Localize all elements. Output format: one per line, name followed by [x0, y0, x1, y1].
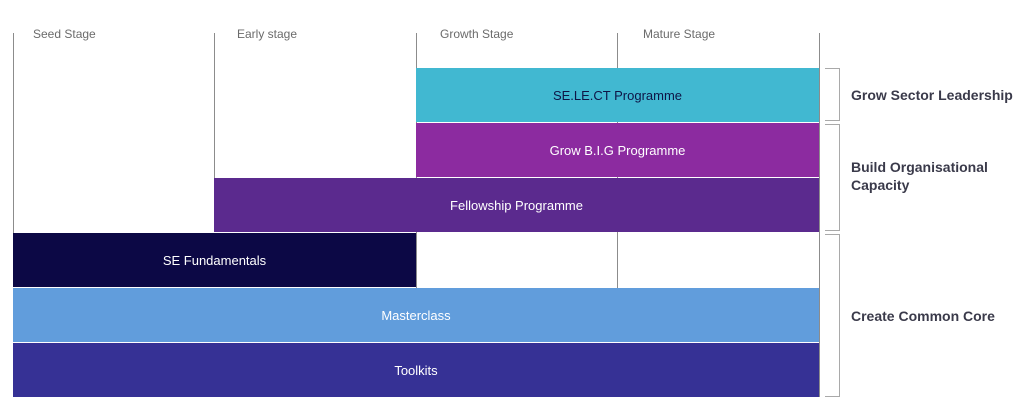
category-label-leadership: Grow Sector Leadership	[851, 87, 1013, 103]
stage-label-early: Early stage	[237, 27, 298, 41]
toolkits-bar: Toolkits	[13, 343, 819, 397]
capacity-bracket	[825, 124, 840, 231]
grow-big-programme-bar: Grow B.I.G Programme	[416, 123, 819, 177]
stage-divider-seed	[13, 33, 14, 233]
category-label-capacity: Build Organisational Capacity	[851, 159, 988, 193]
category-label-core: Create Common Core	[851, 308, 995, 324]
core-bracket	[825, 234, 840, 397]
fellowship-programme-bar: Fellowship Programme	[214, 178, 819, 232]
stage-label-seed: Seed Stage	[33, 27, 96, 41]
masterclass-bar: Masterclass	[13, 288, 819, 342]
stage-label-growth: Growth Stage	[440, 27, 514, 41]
leadership-bracket	[825, 68, 840, 121]
select-programme-bar: SE.LE.CT Programme	[416, 68, 819, 122]
stage-label-mature: Mature Stage	[643, 27, 716, 41]
stage-divider-early	[214, 33, 215, 178]
se-fundamentals-bar: SE Fundamentals	[13, 233, 416, 287]
stage-divider-end	[819, 33, 820, 397]
